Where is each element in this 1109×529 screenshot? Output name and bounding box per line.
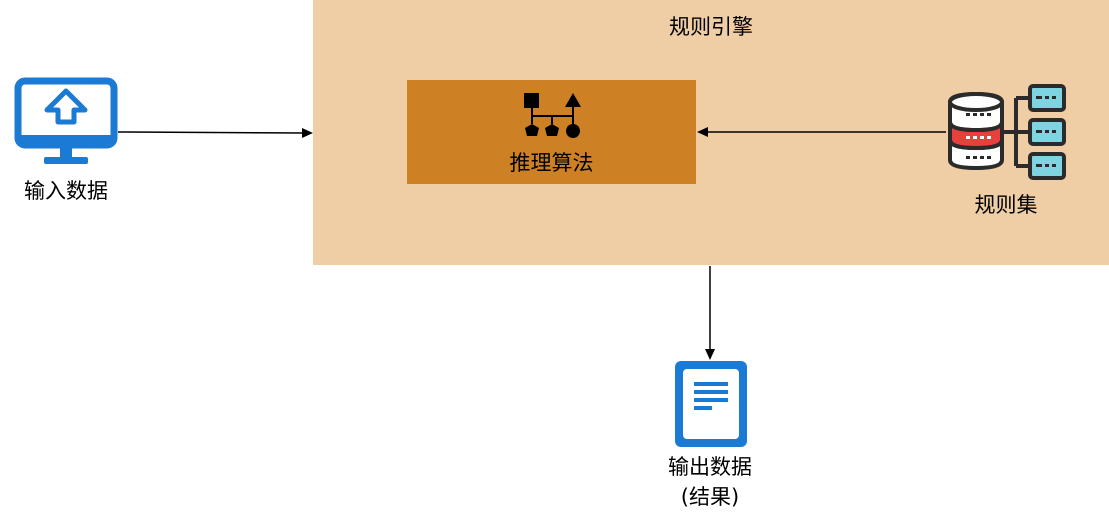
inference-algorithm-label: 推理算法 (509, 151, 594, 175)
monitor-upload-icon (14, 77, 118, 164)
output-data-label: 输出数据 (668, 455, 752, 479)
arrow-rules-to-algorithm (697, 127, 946, 137)
database-servers-icon (948, 84, 1066, 180)
input-data-label: 输入数据 (24, 179, 108, 203)
arrow-engine-to-output (705, 266, 715, 360)
output-result-label: (结果) (680, 485, 740, 509)
rule-set-label: 规则集 (974, 193, 1038, 217)
document-icon (675, 361, 747, 447)
rule-engine-title: 规则引擎 (669, 15, 753, 39)
shapes-hierarchy-icon (524, 93, 581, 138)
arrow-input-to-engine (117, 128, 313, 138)
